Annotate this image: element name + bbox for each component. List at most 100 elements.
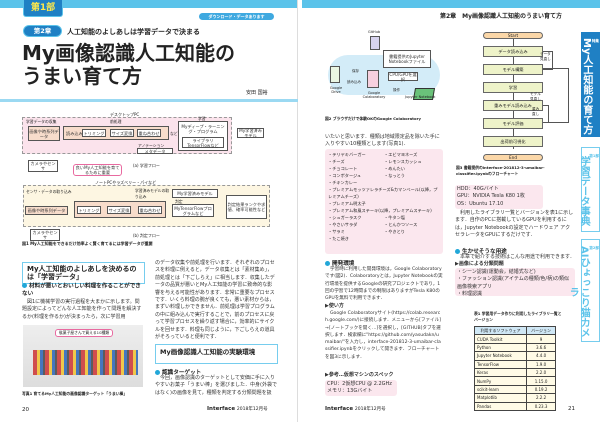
version-cell: 0.23.3 bbox=[526, 401, 556, 411]
hw-gpu: GPU：NVIDIA Tesla K80 1枚 bbox=[457, 193, 525, 200]
notebook-file-note: 書籍提供のJupyter Notebookファイル bbox=[383, 50, 431, 68]
spec-cpu: CPU：2仮想CPU @ 2.2GHz bbox=[327, 381, 392, 387]
version-cell: 1.9.0 bbox=[526, 359, 556, 369]
spec-box: CPU：2仮想CPU @ 2.2GHz メモリ：13Gバイト bbox=[325, 380, 397, 396]
col2-paragraph: のデータ収集や前処理を行います．それぞれのプロセスを料理に例えると，データ収集と… bbox=[155, 260, 275, 341]
use-text: シーン認識(運動会，結婚式など) bbox=[462, 269, 536, 275]
section1-paragraph: 図1に機械学習の実行過程を大まかに示します。問題設定によってどんな人工知能を作っ… bbox=[22, 299, 142, 320]
flow-line bbox=[513, 37, 514, 149]
flavor-item: ・チョコレート bbox=[328, 166, 358, 171]
use-head: ▶画像による分類問題 bbox=[455, 261, 504, 267]
cpu-gpu-note: CPU/GPUを選択 bbox=[388, 71, 418, 82]
software-cell: Keras bbox=[473, 367, 528, 378]
github-server-icon bbox=[370, 36, 380, 50]
drive-server-icon bbox=[330, 66, 340, 83]
side-tab-title: AIひょっこり猫カメラ bbox=[567, 246, 590, 338]
hw-paragraph: 利用したライブラリ一覧とバージョンを表1に示します．自作のPCに搭載しているGP… bbox=[455, 210, 574, 239]
use-item: ・シーン認識(運動会，結婚式など) bbox=[457, 269, 536, 275]
issue: 2018年12月号 bbox=[354, 407, 386, 412]
version-cell: 3.6.6 bbox=[526, 342, 556, 353]
side-tab-label: 第2部 bbox=[589, 246, 599, 250]
page-number-left: 20 bbox=[22, 407, 29, 413]
running-header: 第2章 My画像認識人工知能のうまい育て方 bbox=[440, 13, 563, 20]
flow-step: データ読み込み bbox=[483, 46, 543, 57]
caption-a: (a) 学習フロー bbox=[133, 163, 160, 168]
sensor-read-label: センサ・データの取り込み bbox=[26, 189, 72, 194]
bullet-icon bbox=[325, 260, 330, 266]
annotation-label: アノテーション bbox=[138, 143, 165, 148]
version-cell: 1.15.0 bbox=[526, 376, 556, 386]
version-cell: 0.19.2 bbox=[526, 384, 556, 395]
section2-sub-text: 認識ターゲット bbox=[162, 370, 202, 376]
top-band-right bbox=[302, 0, 600, 8]
model-load-label: 学習済みモデルの取り込み bbox=[135, 188, 170, 199]
loop2-line bbox=[543, 68, 569, 123]
resize-box: サイズ変換 bbox=[110, 129, 134, 137]
env-sub-text: 開発環境 bbox=[332, 261, 355, 267]
flavor-item: ・チーズ bbox=[328, 159, 345, 164]
bullet-icon bbox=[155, 369, 160, 375]
use-item: ・ファッション認識(アイテムの種類/色/柄)の類似画像検索アプリ bbox=[457, 276, 570, 290]
library-box: ライブラリ TensorFlowなど bbox=[182, 137, 224, 148]
loop3-line bbox=[543, 105, 549, 123]
software-cell: Jupyter Notebook bbox=[473, 351, 528, 361]
judge-label: 判定 bbox=[175, 199, 183, 204]
footer-right: Interface 2018年12月号 bbox=[325, 406, 386, 412]
hardware-box: HDD：40Gバイト GPU：NVIDIA Tesla K80 1枚 OS：Ub… bbox=[455, 185, 543, 209]
side-tab-label: 第1部 bbox=[589, 154, 599, 158]
hw-os: OS：Ubuntu 17.10 bbox=[457, 200, 504, 207]
photo-label: 駄菓子屋さんで買える10種類 bbox=[55, 329, 114, 337]
operate-label: 操作 bbox=[393, 88, 400, 92]
caption-b: (b) 判定フロー bbox=[133, 233, 160, 238]
software-cell: Matplotlib bbox=[473, 393, 528, 403]
use-text: ファッション認識(アイテムの種類/色/柄)の類似画像検索アプリ bbox=[457, 276, 570, 290]
overlay-box-b: 重ね合わせ bbox=[138, 206, 162, 214]
title-divider bbox=[0, 99, 298, 102]
drive-label: Google Drive bbox=[329, 86, 343, 94]
desktop-label: デスクトップPC bbox=[110, 112, 140, 117]
loop1-line bbox=[543, 51, 553, 70]
loop1-label: データ見直し bbox=[540, 52, 551, 61]
software-cell: CUDA Toolkit bbox=[473, 334, 528, 344]
page-number-right: 21 bbox=[568, 406, 575, 412]
jupyter-label: Jupyter Notebook bbox=[405, 95, 436, 99]
flavor-item: ・プレミアム和風ステーキ(以降，プレミアムステーキ) bbox=[328, 208, 432, 213]
figure2-caption: 図2 ブラウザだけで体験OKのGoogle Colaboratory bbox=[325, 116, 421, 121]
software-cell: TensorFlow bbox=[473, 359, 528, 369]
laptop-label: ノートPCやラズベリー・パイなど bbox=[95, 180, 157, 185]
section2-paragraph: 今回，画像認識のターゲットとして安価に手に入りやすいお菓子「うまい棒」を選びまし… bbox=[155, 375, 277, 396]
save-label: 保存 bbox=[352, 69, 359, 73]
version-cell: 9 bbox=[526, 334, 556, 344]
title-line-2: うまい育て方 bbox=[22, 64, 142, 88]
flavor-list: ・テリヤキバーガー・エビマヨネーズ・チーズ・レモンスカッシュ・チョコレート・めん… bbox=[325, 149, 443, 254]
flow-step: モデル評価 bbox=[483, 118, 543, 129]
flavor-item: ・たこ焼き bbox=[328, 236, 349, 241]
photo-caption: 写真1 育てるMy人工知能の画像認識ターゲット「うまい棒」 bbox=[22, 391, 128, 396]
page-title: My画像認識人工知能の うまい育て方 bbox=[22, 42, 235, 88]
trimming-box: トリミング bbox=[82, 129, 106, 137]
metadata-box: メタデータ bbox=[137, 148, 173, 154]
chapter-subtitle: 人工知能のよしあしは学習データで決まる bbox=[67, 28, 200, 36]
result-box: 判定結果ランクや求値、確率可能性など bbox=[226, 195, 267, 219]
flavor-grid: ・テリヤキバーガー・エビマヨネーズ・チーズ・レモンスカッシュ・チョコレート・めん… bbox=[328, 151, 440, 242]
flow-start: Start bbox=[483, 32, 543, 39]
howto-paragraph: Google Colaboratoryサイト(https://colab.res… bbox=[325, 311, 442, 360]
top-band bbox=[0, 0, 298, 8]
camera-sensor-box: カメラやセンサ bbox=[28, 160, 58, 172]
read-label: 読み込み bbox=[66, 130, 83, 136]
side-tab-title: My人工知能の育て方 bbox=[580, 37, 592, 135]
flavor-item: ・サラミ bbox=[328, 229, 345, 234]
chapter-pill: 第2章 bbox=[23, 25, 62, 37]
header-software: 利用するソフトウェア bbox=[473, 325, 528, 336]
flow-step: 学習 bbox=[483, 82, 543, 93]
section1-sub-text: 材料が悪いとおいしい料理を作ることができない bbox=[22, 283, 141, 297]
side-tab-part1[interactable]: 第1部学習データ事典 bbox=[578, 147, 600, 232]
bullet-icon bbox=[22, 283, 27, 288]
